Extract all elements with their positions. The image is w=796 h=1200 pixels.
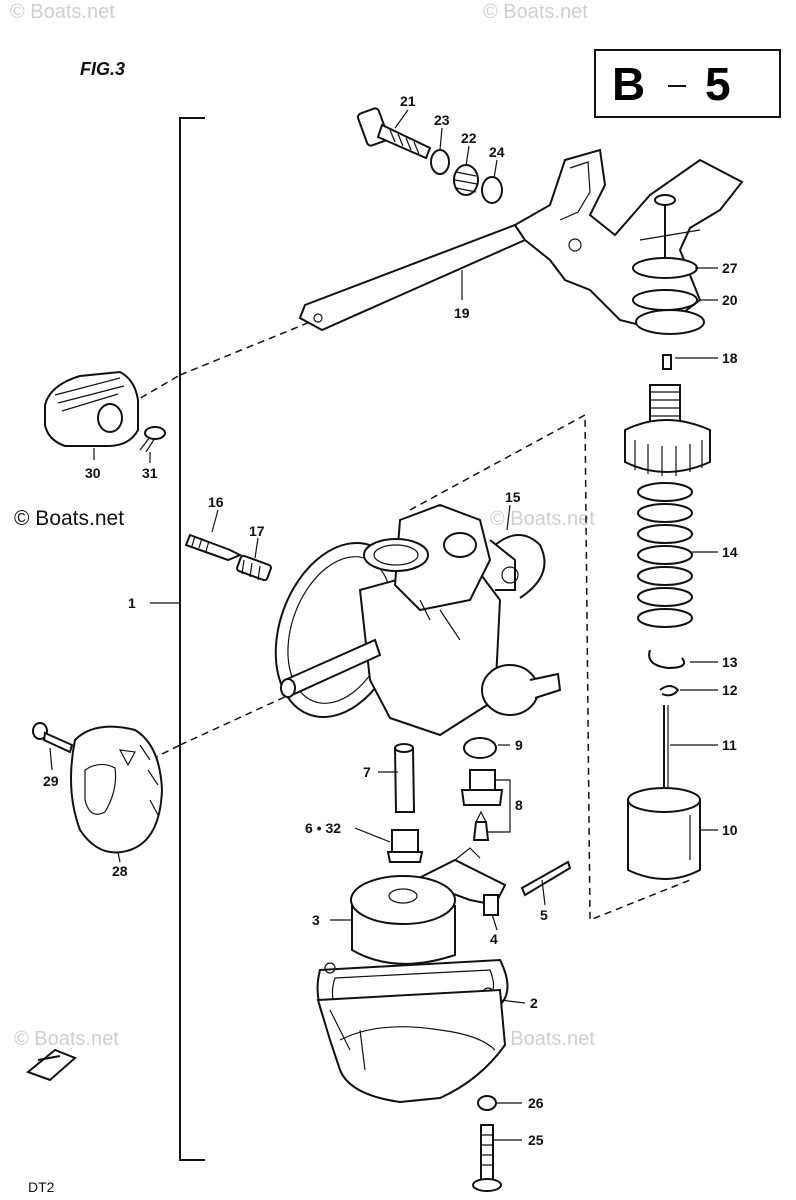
float-bowl	[316, 988, 507, 1104]
pin-18	[662, 354, 672, 370]
spring-14	[637, 482, 693, 628]
screw-31	[139, 426, 166, 453]
screw-16	[184, 533, 243, 562]
washer-26	[477, 1095, 497, 1111]
callout-26: 26	[528, 1095, 544, 1111]
lever-bracket	[298, 148, 744, 332]
footer-code: DT2	[28, 1179, 55, 1195]
callout-20: 20	[722, 292, 738, 308]
callout-15: 15	[505, 489, 521, 505]
watermark: © Boats.net	[483, 1, 588, 23]
callout-21: 21	[400, 93, 416, 109]
float-3	[350, 875, 456, 965]
assembly-bracket	[150, 117, 205, 1161]
direction-arrow-icon	[26, 1048, 77, 1082]
callout-4: 4	[490, 931, 498, 947]
section-number: 5	[705, 58, 731, 110]
callout-10: 10	[722, 822, 738, 838]
callout-24: 24	[489, 144, 505, 160]
callout-3: 3	[312, 912, 320, 928]
knob-28	[70, 725, 164, 854]
screw-25	[472, 1124, 502, 1192]
callout-19: 19	[454, 305, 470, 321]
screw-29	[32, 722, 74, 754]
callout-17: 17	[249, 523, 265, 539]
callout-13: 13	[722, 654, 738, 670]
washer-23	[430, 149, 450, 175]
jet-8	[460, 769, 504, 841]
spring-22	[453, 164, 479, 196]
callout-1: 1	[128, 595, 136, 611]
ring-15	[494, 534, 546, 599]
callout-28: 28	[112, 863, 128, 879]
guide-line	[179, 689, 301, 746]
watermark: © Boats.net	[490, 1028, 595, 1050]
callout-25: 25	[528, 1132, 544, 1148]
watermark: © Boats.net	[14, 507, 124, 530]
callout-27: 27	[722, 260, 738, 276]
screw-21	[356, 107, 432, 160]
callout-22: 22	[461, 130, 477, 146]
callout-11: 11	[722, 737, 737, 753]
o-ring-9	[463, 737, 497, 759]
figure-label: FIG.3	[80, 59, 125, 79]
callout-30: 30	[85, 465, 101, 481]
callout-12: 12	[722, 682, 738, 698]
callout-18: 18	[722, 350, 738, 366]
mixing-chamber-cap	[632, 194, 705, 335]
jet-needle-11	[663, 705, 669, 790]
watermark: © Boats.net	[14, 1028, 119, 1050]
collar-24	[481, 176, 503, 204]
callout-7: 7	[363, 764, 371, 780]
carburetor-body	[274, 503, 562, 737]
callout-16: 16	[208, 494, 224, 510]
throttle-cap	[624, 384, 711, 476]
callout-2: 2	[530, 995, 538, 1011]
watermark: © Boats.net	[490, 508, 595, 530]
tube-7	[393, 743, 416, 813]
callout-9: 9	[515, 737, 523, 753]
guide-line	[409, 413, 691, 922]
watermark: © Boats.net	[10, 1, 115, 23]
clip-12	[659, 685, 680, 697]
clip-13	[648, 649, 686, 670]
callout-29: 29	[43, 773, 59, 789]
spring-17	[236, 554, 272, 582]
callout-31: 31	[142, 465, 158, 481]
jet-6	[386, 829, 424, 863]
pin-5	[520, 860, 572, 897]
guide-line	[179, 317, 321, 376]
section-letter: B	[612, 58, 645, 110]
callout-8: 8	[515, 797, 523, 813]
knob-30	[44, 370, 139, 447]
callout-23: 23	[434, 112, 450, 128]
callout-5: 5	[540, 907, 548, 923]
throttle-valve-10	[627, 787, 701, 880]
float-arm-4	[412, 847, 507, 916]
section-box: B 5	[594, 49, 781, 118]
callout-6-32: 6 • 32	[305, 820, 341, 836]
leader-lines	[49, 109, 718, 1141]
callout-14: 14	[722, 544, 738, 560]
